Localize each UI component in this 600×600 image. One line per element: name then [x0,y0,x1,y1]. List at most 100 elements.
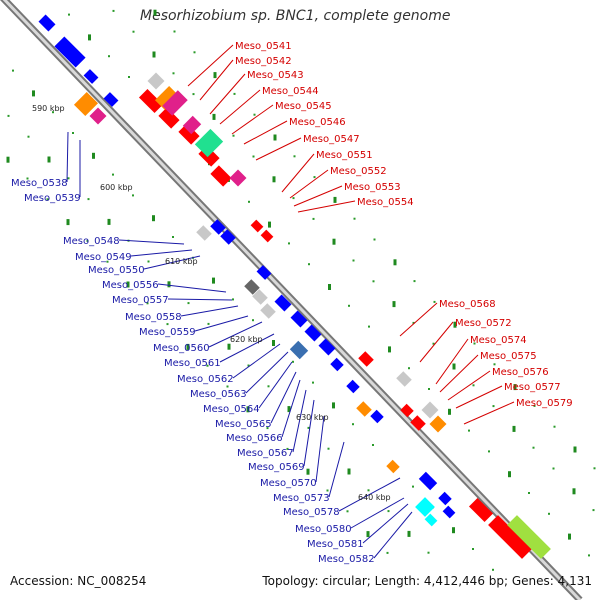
leader-line [328,441,345,498]
gene-block [182,115,202,135]
gene-block [488,515,532,559]
leader-line [180,305,239,317]
gc-tick [253,113,256,116]
gene-label-blue[interactable]: Meso_0558 [125,312,182,323]
genome-backbone [0,0,583,600]
gene-label-blue[interactable]: Meso_0559 [139,327,196,338]
gene-label-blue[interactable]: Meso_0561 [164,358,221,369]
gene-label-blue[interactable]: Meso_0562 [177,374,234,385]
gc-tick [433,300,436,303]
gene-label-red[interactable]: Meso_0552 [330,166,387,177]
gene-label-blue[interactable]: Meso_0582 [318,554,375,565]
gene-block [154,85,180,111]
gene-block [89,107,107,125]
gene-label-blue[interactable]: Meso_0580 [295,524,352,535]
gc-tick [126,281,130,288]
gene-block [250,219,264,233]
gc-tick [473,342,476,345]
gene-label-red[interactable]: Meso_0553 [344,182,401,193]
gc-tick [267,385,270,388]
gene-label-blue[interactable]: Meso_0550 [88,265,145,276]
gc-tick [108,55,110,58]
gene-label-blue[interactable]: Meso_0573 [273,493,330,504]
gc-tick [27,135,30,138]
gc-tick [246,406,250,413]
gene-label-red[interactable]: Meso_0544 [262,86,319,97]
gene-block [38,14,56,32]
gene-label-red[interactable]: Meso_0576 [492,367,549,378]
gc-tick [192,93,195,96]
gene-label-blue[interactable]: Meso_0565 [215,419,272,430]
leader-line [167,298,233,301]
gene-label-red[interactable]: Meso_0545 [275,101,332,112]
gene-block [178,123,200,145]
gene-block [103,92,119,107]
gc-tick [252,155,255,158]
gene-label-red[interactable]: Meso_0542 [235,56,292,67]
gene-label-red[interactable]: Meso_0574 [470,335,527,346]
gc-tick [268,221,271,228]
gc-tick [332,238,336,245]
gc-tick [227,343,231,350]
gene-label-blue[interactable]: Meso_0563 [190,389,247,400]
gc-tick [352,423,354,426]
gene-label-blue[interactable]: Meso_0560 [153,343,210,354]
gene-label-blue[interactable]: Meso_0578 [283,507,340,518]
gene-label-red[interactable]: Meso_0554 [357,197,414,208]
gene-label-red[interactable]: Meso_0577 [504,382,561,393]
gene-label-red[interactable]: Meso_0572 [455,318,512,329]
gene-label-blue[interactable]: Meso_0564 [203,404,260,415]
gene-block [260,229,274,243]
position-marker: 600 kbp [100,183,133,192]
gc-tick [332,402,335,409]
gc-tick [392,301,396,308]
leader-line [66,131,69,183]
gene-label-red[interactable]: Meso_0541 [235,41,292,52]
gc-tick [313,176,316,179]
gc-tick [233,92,236,95]
gc-tick [328,284,331,290]
gene-label-blue[interactable]: Meso_0569 [248,462,305,473]
gc-tick [212,113,216,120]
gc-tick [287,406,291,413]
gene-label-red[interactable]: Meso_0579 [516,398,573,409]
gc-tick [128,76,130,78]
gene-label-blue[interactable]: Meso_0567 [237,448,294,459]
gene-label-red[interactable]: Meso_0547 [303,134,360,145]
gc-tick [412,485,414,488]
gene-label-red[interactable]: Meso_0575 [480,351,537,362]
topology-text: Topology: circular; Length: 4,412,446 bp… [262,574,592,588]
gene-block [304,324,322,342]
gene-block [252,289,268,305]
leader-line [219,89,261,125]
gc-tick [173,30,176,33]
gene-label-blue[interactable]: Meso_0539 [24,193,81,204]
gene-block [256,265,272,280]
gene-block [83,69,99,84]
gc-tick [112,173,114,176]
gc-tick [106,260,109,263]
gc-tick [488,450,490,453]
gene-label-red[interactable]: Meso_0568 [439,299,496,310]
gene-label-red[interactable]: Meso_0546 [289,117,346,128]
gene-block [421,401,439,419]
gene-label-blue[interactable]: Meso_0557 [112,295,169,306]
leader-line [243,120,288,145]
gene-label-blue[interactable]: Meso_0566 [226,433,283,444]
label-leader-lines [66,44,515,559]
gene-label-red[interactable]: Meso_0543 [247,70,304,81]
gene-label-blue[interactable]: Meso_0548 [63,236,120,247]
gc-tick [172,72,175,75]
leader-line [232,343,281,379]
leader-line [293,185,343,207]
gene-label-red[interactable]: Meso_0551 [316,150,373,161]
gene-label-blue[interactable]: Meso_0581 [307,539,364,550]
gene-label-blue[interactable]: Meso_0538 [11,178,68,189]
gene-block [418,471,438,491]
gene-label-blue[interactable]: Meso_0570 [260,478,317,489]
gc-tick [413,280,416,283]
gc-tick [412,321,415,324]
gc-tick [373,238,376,241]
gene-label-blue[interactable]: Meso_0549 [75,252,132,263]
gene-label-blue[interactable]: Meso_0556 [102,280,159,291]
